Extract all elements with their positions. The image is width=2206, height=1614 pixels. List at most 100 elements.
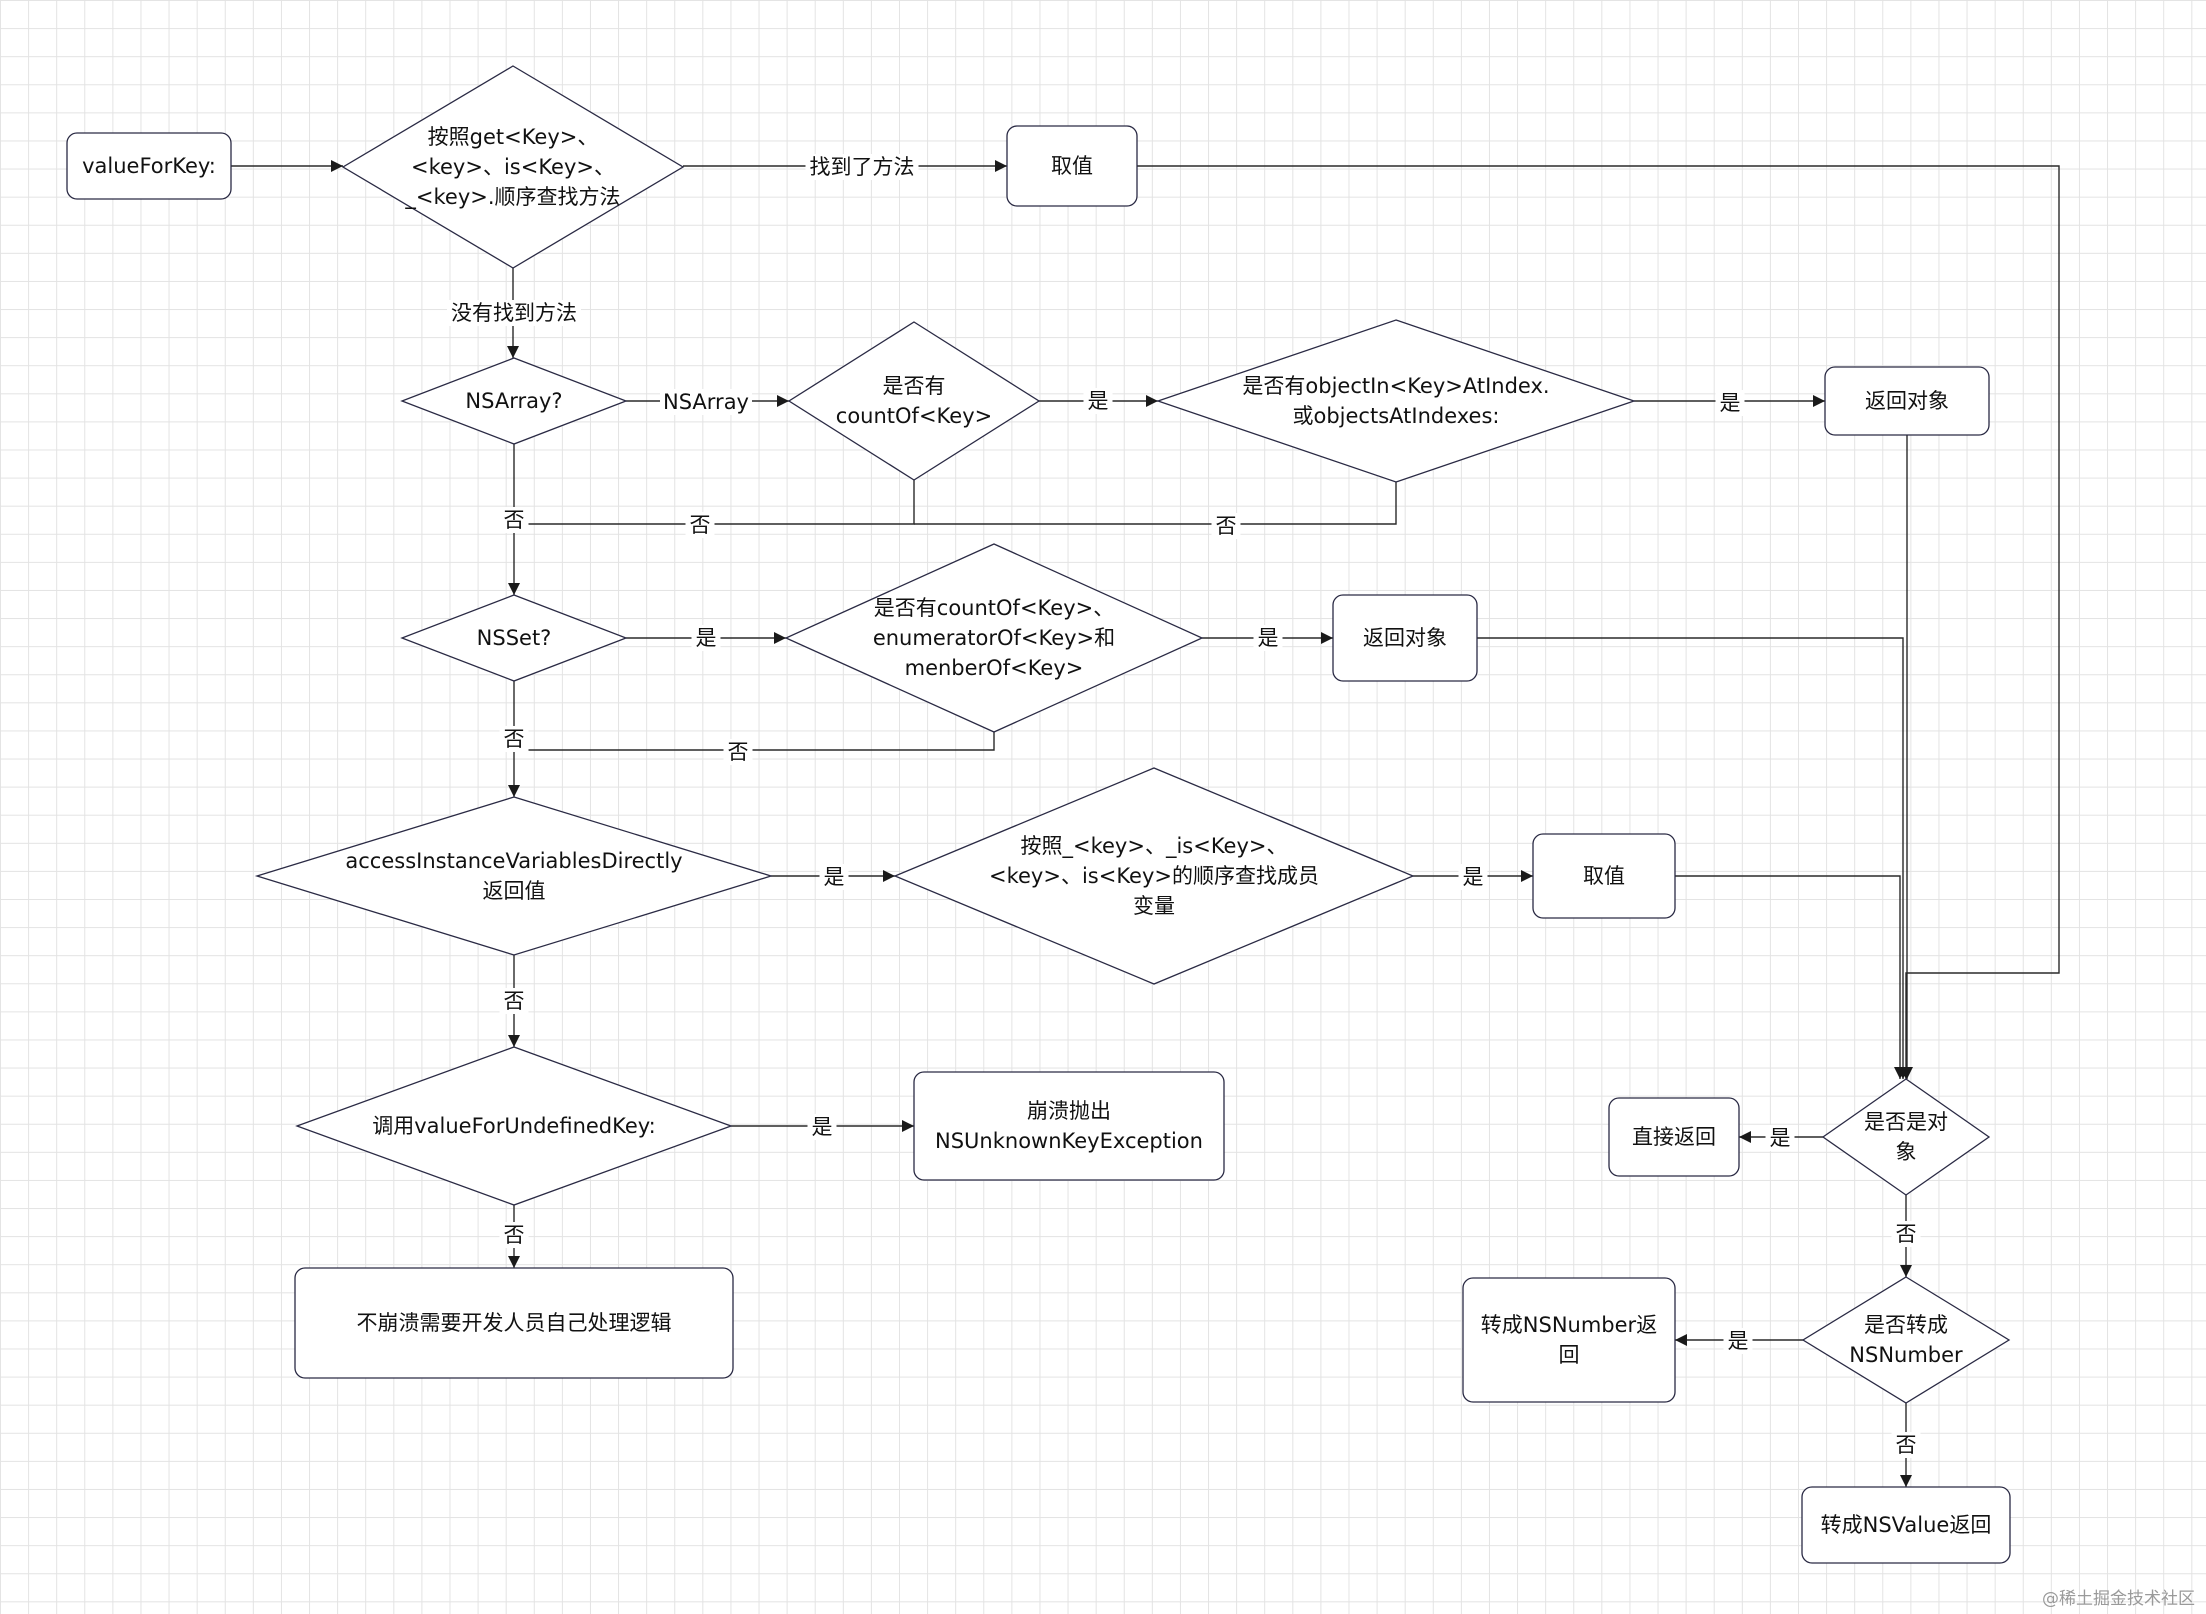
node-label: 取值 [1583,864,1625,888]
node-label-line: 是否转成 [1864,1313,1948,1337]
edge-label-background [1723,1328,1753,1354]
node-label-line: <key>、is<Key>的顺序查找成员 [989,864,1319,888]
decision-diamond [400,594,628,682]
arrowhead [1739,1131,1751,1143]
arrowhead [1521,870,1533,882]
edge-label-background [660,389,752,415]
node-label: NSSet? [477,626,552,650]
edge-label-text: 是 [1463,865,1484,889]
arrowhead [902,1120,914,1132]
node-label-line: accessInstanceVariablesDirectly [345,849,682,873]
edge-label-text: 是 [696,626,717,650]
arrowhead [331,160,343,172]
edge-label-text: 否 [504,727,525,751]
decision-diamond [1155,319,1637,483]
edge-label-text: 找到了方法 [810,155,915,179]
arrowhead [1900,1475,1912,1487]
node-label-line: 变量 [1133,894,1175,918]
edge-label-background [1083,388,1113,414]
edge-label-no-array: 否 [499,507,529,533]
edge-label-background [447,300,581,326]
node-label: 按照get<Key>、<key>、is<Key>、_<key>.顺序查找方法 [404,125,620,210]
edge-label-text: 是 [812,1115,833,1139]
node-return-obj2: 返回对象 [1332,594,1478,682]
edge-label-yes-crash: 是 [807,1114,837,1140]
edge-label-background [723,739,753,765]
node-label: 取值 [1051,154,1093,178]
edge-label-no-set: 否 [499,726,529,752]
arrowhead [995,160,1007,172]
node-label-line: 是否有objectIn<Key>AtIndex. [1242,374,1549,398]
edge-label-background [1211,513,1241,539]
node-label-line: 回 [1559,1343,1580,1367]
edge-value1-to-is-object-line [1137,165,2060,1079]
edge-objectin-no [914,482,1397,525]
node-label-line: 转成NSValue返回 [1821,1513,1992,1537]
edge-value2-to-is-object-line [1675,875,1901,1079]
edge-label-background [1891,1221,1921,1247]
edge-label-background [499,507,529,533]
decision-diamond [295,1046,733,1206]
edge-label-text: 是 [1088,389,1109,413]
arrowhead [508,785,520,797]
arrowhead [508,583,520,595]
edge-label-text: 是 [1258,626,1279,650]
edge-label-yes-access: 是 [819,864,849,890]
edge-label-background [805,154,919,180]
arrowhead [883,870,895,882]
arrowhead [1321,632,1333,644]
node-label-line: 是否有countOf<Key>、 [874,596,1114,620]
node-label: 返回对象 [1363,626,1447,650]
node-label-line: 按照_<key>、_is<Key>、 [1021,834,1288,859]
node-label-line: 象 [1896,1140,1917,1164]
process-box [66,132,232,200]
decision-diamond [1801,1276,2011,1404]
decision-diamond [893,767,1415,985]
node-label-line: 或objectsAtIndexes: [1293,404,1500,428]
node-label-line: enumeratorOf<Key>和 [873,626,1115,650]
node-label-line: 返回对象 [1865,389,1949,413]
node-label-line: 取值 [1583,864,1625,888]
edge-set-methods-no [514,732,995,751]
node-label-line: NSSet? [477,626,552,650]
node-label-line: NSUnknownKeyException [935,1129,1203,1153]
edge-label-no-count: 否 [685,512,715,538]
node-is-nsset: NSSet? [400,594,628,682]
edge-label-background [819,864,849,890]
edge-label-text: 是 [1728,1329,1749,1353]
node-label: 转成NSValue返回 [1821,1513,1992,1537]
node-label-line: countOf<Key> [836,404,992,428]
edge-objectin-no-line [914,482,1397,525]
edge-label-yes-objectin: 是 [1083,388,1113,414]
process-box [1462,1277,1676,1403]
node-label-line: 转成NSNumber返 [1481,1313,1657,1337]
edge-label-no-set-methods: 否 [723,739,753,765]
arrowhead [774,632,786,644]
arrowhead [777,395,789,407]
node-label: 返回对象 [1865,389,1949,413]
edge-label-yes-value2: 是 [1458,864,1488,890]
node-label: 不崩溃需要开发人员自己处理逻辑 [357,1311,672,1335]
node-label-line: _<key>.顺序查找方法 [404,185,620,210]
edge-label-background [499,726,529,752]
edge-label-background [807,1114,837,1140]
process-box [1608,1097,1740,1177]
edge-label-text: 否 [504,989,525,1013]
node-label-line: valueForKey: [82,154,216,178]
arrowhead [507,346,519,358]
node-find-ivars: 按照_<key>、_is<Key>、 <key>、is<Key>的顺序查找成员变量 [893,767,1415,985]
edge-label-text: 否 [1896,1433,1917,1457]
node-no-crash: 不崩溃需要开发人员自己处理逻辑 [294,1267,734,1379]
edge-label-no-nsnumber: 否 [1891,1432,1921,1458]
node-label-line: NSArray? [465,389,562,413]
node-label: NSArray? [465,389,562,413]
node-start: valueForKey: [66,132,232,200]
